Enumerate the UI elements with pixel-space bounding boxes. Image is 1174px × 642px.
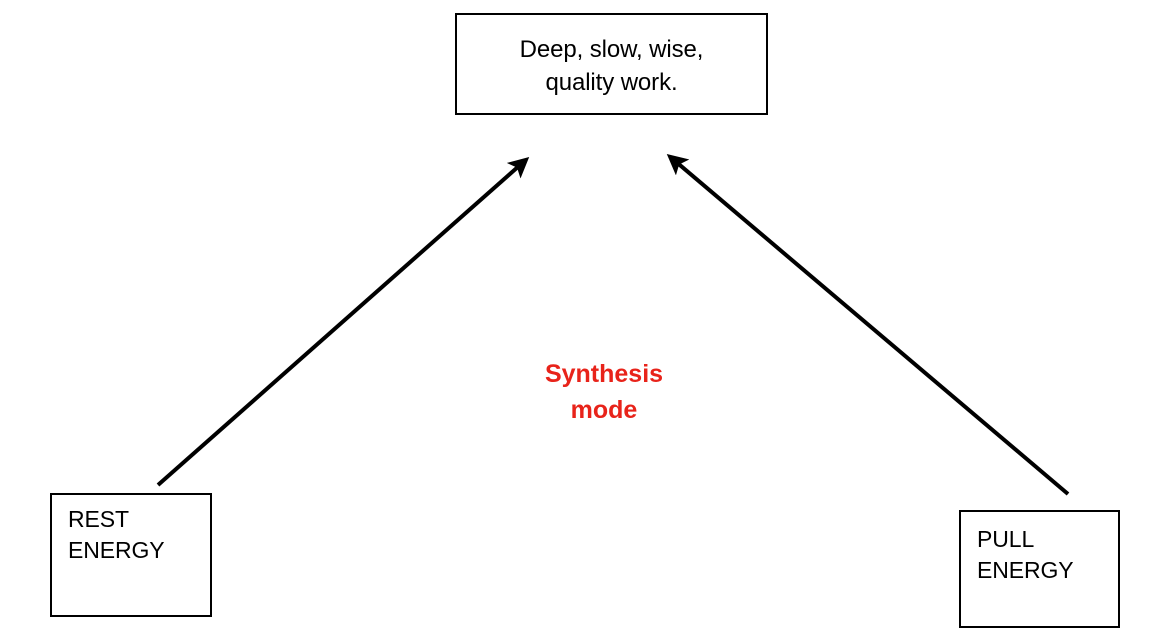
node-rest-energy-box: REST ENERGY: [50, 493, 212, 617]
arrow-pull-to-outcome: [666, 153, 1070, 496]
annotation-synthesis-mode: Synthesis mode: [544, 360, 664, 424]
node-outcome-label: Deep, slow, wise, quality work.: [519, 36, 704, 96]
node-pull-energy-box: PULL ENERGY: [959, 510, 1120, 628]
arrow-rest-to-outcome: [156, 156, 530, 487]
node-pull-energy-label: PULL ENERGY: [977, 526, 1074, 583]
node-outcome-box: Deep, slow, wise, quality work.: [455, 13, 768, 115]
node-rest-energy-label: REST ENERGY: [68, 506, 165, 563]
